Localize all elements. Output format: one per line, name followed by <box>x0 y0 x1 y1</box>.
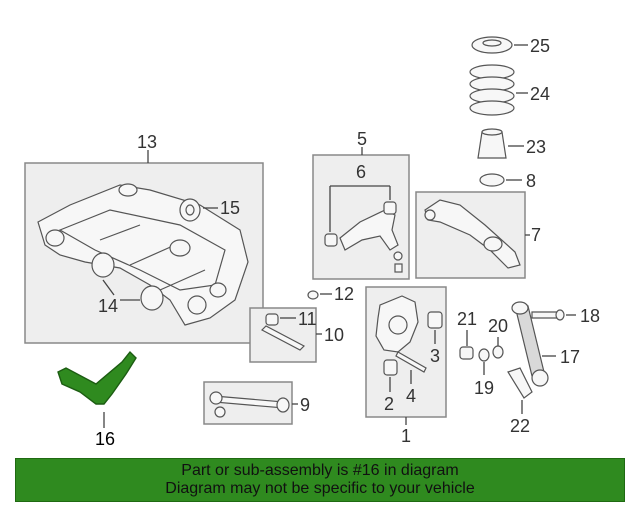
callout-14[interactable]: 14 <box>98 296 118 316</box>
callout-23[interactable]: 23 <box>526 137 546 157</box>
bushing-21[interactable] <box>459 346 474 360</box>
callout-8[interactable]: 8 <box>526 171 536 191</box>
callout-1[interactable]: 1 <box>401 426 411 446</box>
banner-line-2: Diagram may not be specific to your vehi… <box>165 480 475 497</box>
bushing-11 <box>265 313 279 326</box>
callout-16[interactable]: 16 <box>95 429 115 449</box>
callout-9[interactable]: 9 <box>300 395 310 415</box>
subframe-hole <box>169 239 191 257</box>
bolt-18[interactable] <box>531 311 559 319</box>
coil-spring-24[interactable] <box>469 64 515 116</box>
bushing-3 <box>427 311 443 329</box>
callout-19[interactable]: 19 <box>474 378 494 398</box>
callout-13[interactable]: 13 <box>137 132 157 152</box>
callout-25[interactable]: 25 <box>530 36 550 56</box>
knuckle-hub-bore <box>388 315 408 335</box>
subframe-group: 13 15 14 <box>24 132 264 344</box>
diagram-note-banner: Part or sub-assembly is #16 in diagram D… <box>15 458 625 502</box>
lateral-link-group: 9 <box>203 381 310 425</box>
callout-6[interactable]: 6 <box>356 162 366 182</box>
subframe-mount-right <box>209 282 227 298</box>
callout-2[interactable]: 2 <box>384 394 394 414</box>
banner-line-1: Part or sub-assembly is #16 in diagram <box>181 462 459 479</box>
callout-10[interactable]: 10 <box>324 325 344 345</box>
lateral-link-end-a <box>209 391 223 405</box>
callout-17[interactable]: 17 <box>560 347 580 367</box>
shock-bottom-eye <box>531 369 549 387</box>
bushing-14b-shape[interactable] <box>140 285 164 311</box>
callout-12[interactable]: 12 <box>334 284 354 304</box>
callout-15[interactable]: 15 <box>220 198 240 218</box>
callout-5[interactable]: 5 <box>357 129 367 149</box>
callout-20[interactable]: 20 <box>488 316 508 336</box>
control-arm-16[interactable] <box>57 350 137 405</box>
subframe-mount-bottom <box>187 295 207 315</box>
callout-24[interactable]: 24 <box>530 84 550 104</box>
bracket-22[interactable] <box>507 367 533 399</box>
bushing-14a-shape[interactable] <box>91 252 115 278</box>
shock-top-mount <box>511 301 529 315</box>
control-arm-16-group: 16 <box>57 350 137 449</box>
bump-stop-23-top <box>481 128 503 136</box>
lateral-link-end-b <box>276 397 290 413</box>
toe-link-shape[interactable] <box>260 325 306 351</box>
washer-19[interactable] <box>478 348 490 362</box>
callout-21[interactable]: 21 <box>457 309 477 329</box>
callout-3[interactable]: 3 <box>430 346 440 366</box>
spring-insulator-8[interactable] <box>479 173 505 187</box>
knuckle-group: 1 3 4 2 <box>365 286 447 446</box>
trailing-arm-bushing <box>483 236 503 252</box>
callout-4[interactable]: 4 <box>406 386 416 406</box>
callout-11[interactable]: 11 <box>298 309 317 329</box>
nut-12[interactable] <box>307 290 319 300</box>
upper-arm-ball-joint <box>393 251 403 261</box>
bump-stop-23[interactable] <box>477 131 507 159</box>
upper-arm-group: 5 6 <box>312 129 410 280</box>
washer-20[interactable] <box>492 345 504 359</box>
nut-12-group: 12 <box>307 284 354 304</box>
bushing-2 <box>383 359 398 376</box>
bushing-15-core <box>185 204 195 216</box>
bolt-18-head <box>555 309 565 321</box>
small-parts-group: 21 19 20 <box>457 309 508 398</box>
upper-arm-stud <box>394 263 403 273</box>
callout-22[interactable]: 22 <box>510 416 530 436</box>
leader-14a <box>102 279 115 296</box>
lateral-link-bolt <box>214 406 226 418</box>
callout-18[interactable]: 18 <box>580 306 600 326</box>
spring-seat-25-hole <box>482 39 502 47</box>
upper-arm-shape[interactable] <box>339 209 399 251</box>
bushing-6a <box>324 233 338 247</box>
trailing-arm-group: 7 <box>415 191 541 279</box>
leader-6 <box>329 185 391 232</box>
bushing-6b <box>383 201 397 215</box>
subframe-mount-left <box>45 229 65 247</box>
subframe-ribs <box>99 224 206 291</box>
callout-7[interactable]: 7 <box>531 225 541 245</box>
bolt-4 <box>395 351 427 373</box>
toe-link-group: 10 11 <box>249 307 344 363</box>
shock-group: 17 18 22 <box>507 301 600 436</box>
subframe-mount-top <box>118 183 138 197</box>
spring-stack-group: 25 24 23 8 <box>469 36 550 191</box>
trailing-arm-end <box>424 209 436 221</box>
